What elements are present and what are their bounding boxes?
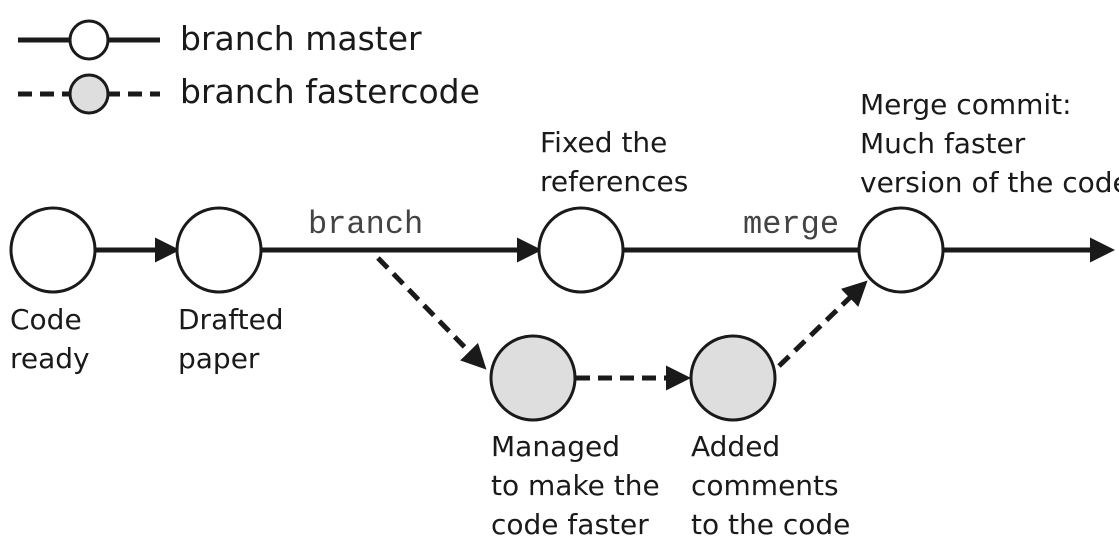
label-line: to make the [491, 469, 660, 502]
commit-managed-faster [489, 334, 577, 422]
label-line: version of the code [860, 166, 1119, 199]
commit-fixed-references [537, 206, 625, 294]
label-added-comments: Added comments to the code [691, 427, 850, 544]
label-line: Added [691, 430, 781, 463]
edge-added-to-merge [777, 280, 868, 368]
label-line: references [540, 165, 689, 198]
label-line: Managed [491, 430, 620, 463]
label-line: code faster [491, 508, 649, 541]
legend-fastercode-label: branch fastercode [180, 72, 480, 111]
legend-master-label: branch master [180, 19, 422, 58]
legend [18, 19, 160, 115]
commit-merge [857, 206, 945, 294]
legend-master-circle [68, 19, 110, 61]
label-line: Code [10, 303, 82, 336]
label-drafted-paper: Drafted paper [178, 300, 284, 378]
label-line: Fixed the [540, 126, 668, 159]
label-line: paper [178, 342, 260, 375]
merge-edge-label: merge [743, 206, 840, 243]
label-managed-faster: Managed to make the code faster [491, 427, 660, 544]
label-line: to the code [691, 508, 851, 541]
label-merge-commit: Merge commit: Much faster version of the… [860, 85, 1119, 202]
branch-edge-label: branch [308, 206, 424, 243]
commit-drafted-paper [175, 206, 263, 294]
label-line: Much faster [860, 127, 1026, 160]
label-code-ready: Code ready [10, 300, 90, 378]
label-line: Merge commit: [860, 88, 1072, 121]
commit-code-ready [9, 206, 97, 294]
label-line: Drafted [178, 303, 284, 336]
label-fixed-references: Fixed the references [540, 123, 688, 201]
label-line: ready [10, 342, 90, 375]
label-line: comments [691, 469, 839, 502]
legend-fastercode-circle [68, 73, 110, 115]
commit-added-comments [689, 334, 777, 422]
edge-branch-off [376, 256, 487, 370]
